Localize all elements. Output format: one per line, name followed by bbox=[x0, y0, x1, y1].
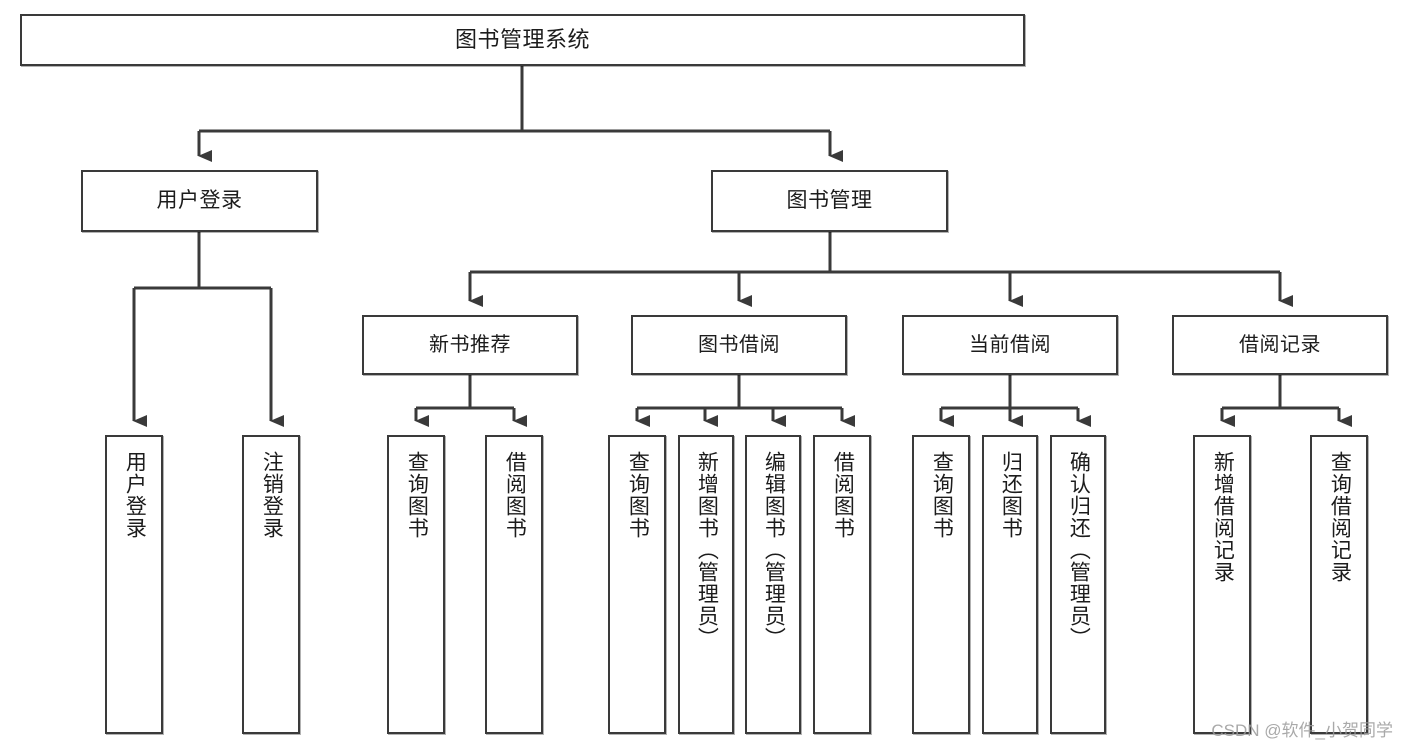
leaf-query-book-borrow[interactable]: 查询图书 bbox=[608, 435, 666, 734]
node-label: 查询借阅记录 bbox=[1328, 451, 1352, 583]
node-label: 图书管理系统 bbox=[454, 27, 590, 53]
node-label: 图书管理 bbox=[786, 188, 873, 212]
node-book-management[interactable]: 图书管理 bbox=[711, 170, 948, 232]
leaf-confirm-return-admin[interactable]: 确认归还（管理员） bbox=[1050, 435, 1106, 734]
node-label: 确认归还（管理员） bbox=[1067, 451, 1091, 649]
node-label: 注销登录 bbox=[260, 451, 284, 539]
node-label: 用户登录 bbox=[156, 188, 243, 212]
leaf-edit-book-admin[interactable]: 编辑图书（管理员） bbox=[745, 435, 801, 734]
leaf-add-borrow-record[interactable]: 新增借阅记录 bbox=[1193, 435, 1251, 734]
node-borrow-record[interactable]: 借阅记录 bbox=[1172, 315, 1388, 375]
node-label: 当前借阅 bbox=[969, 333, 1051, 356]
leaf-add-book-admin[interactable]: 新增图书（管理员） bbox=[678, 435, 734, 734]
leaf-borrow-book[interactable]: 借阅图书 bbox=[813, 435, 871, 734]
node-current-borrow[interactable]: 当前借阅 bbox=[902, 315, 1118, 375]
leaf-query-book-newbook[interactable]: 查询图书 bbox=[387, 435, 445, 734]
leaf-borrow-book-newbook[interactable]: 借阅图书 bbox=[485, 435, 543, 734]
node-label: 归还图书 bbox=[999, 451, 1023, 539]
node-label: 新书推荐 bbox=[429, 333, 511, 356]
node-label: 借阅图书 bbox=[831, 451, 855, 539]
node-label: 新增图书（管理员） bbox=[695, 451, 719, 649]
node-user-login[interactable]: 用户登录 bbox=[81, 170, 318, 232]
leaf-query-book-current[interactable]: 查询图书 bbox=[912, 435, 970, 734]
node-label: 图书借阅 bbox=[698, 333, 780, 356]
node-label: 查询图书 bbox=[626, 451, 650, 539]
leaf-user-login[interactable]: 用户登录 bbox=[105, 435, 163, 734]
node-label: 借阅图书 bbox=[503, 451, 527, 539]
node-label: 查询图书 bbox=[930, 451, 954, 539]
node-label: 借阅记录 bbox=[1239, 333, 1321, 356]
node-root-book-management-system[interactable]: 图书管理系统 bbox=[20, 14, 1025, 66]
node-label: 用户登录 bbox=[123, 451, 147, 539]
leaf-query-borrow-record[interactable]: 查询借阅记录 bbox=[1310, 435, 1368, 734]
node-new-book-recommend[interactable]: 新书推荐 bbox=[362, 315, 578, 375]
leaf-return-book[interactable]: 归还图书 bbox=[982, 435, 1038, 734]
node-label: 查询图书 bbox=[405, 451, 429, 539]
node-label: 新增借阅记录 bbox=[1211, 451, 1235, 583]
node-label: 编辑图书（管理员） bbox=[762, 451, 786, 649]
node-book-borrow[interactable]: 图书借阅 bbox=[631, 315, 847, 375]
leaf-logout[interactable]: 注销登录 bbox=[242, 435, 300, 734]
